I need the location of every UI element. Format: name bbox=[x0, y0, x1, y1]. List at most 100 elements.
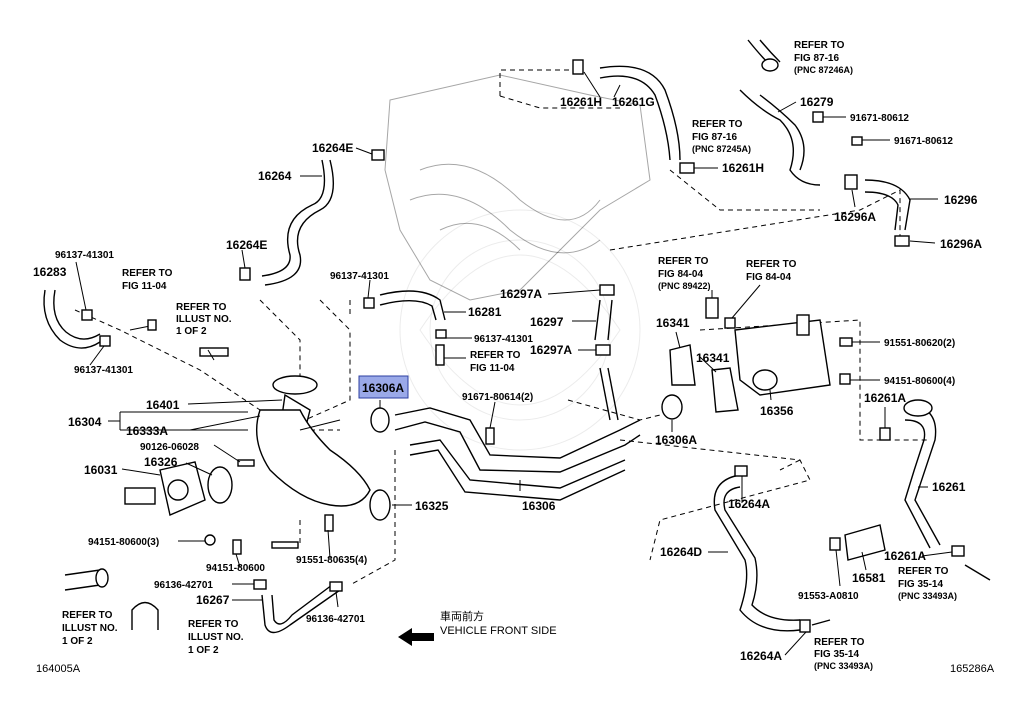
part-label[interactable]: 16261 bbox=[932, 480, 966, 494]
ref-line: (PNC 33493A) bbox=[898, 591, 957, 601]
part-label[interactable]: 91551-80620(2) bbox=[884, 338, 955, 349]
housing-16356 bbox=[734, 314, 831, 396]
part-label[interactable]: 94151-80600(4) bbox=[884, 376, 955, 387]
ref-note-fig-87-16-top: REFER TO FIG 87-16 (PNC 87246A) bbox=[794, 40, 853, 75]
thermostat-16031 bbox=[124, 461, 206, 516]
ref-line: REFER TO bbox=[62, 610, 113, 621]
clamp-16264A-top bbox=[734, 465, 748, 477]
gasket-16306A bbox=[370, 407, 390, 433]
clamp-16264E-top bbox=[371, 149, 385, 161]
part-label[interactable]: 16296A bbox=[834, 210, 876, 224]
bracket-16581 bbox=[844, 524, 886, 561]
part-label[interactable]: 16283 bbox=[33, 265, 67, 279]
part-label[interactable]: 16264A bbox=[728, 497, 770, 511]
part-label[interactable]: 96136-42701 bbox=[306, 614, 365, 625]
ref-line: 1 OF 2 bbox=[188, 645, 219, 656]
part-labels: 16306A 16401 16304 16333A 90126-06028 16… bbox=[33, 95, 982, 663]
part-label[interactable]: 16296 bbox=[944, 193, 978, 207]
part-label[interactable]: 16264E bbox=[312, 141, 353, 155]
hose-16296 bbox=[844, 174, 911, 231]
clamp-16264A bbox=[799, 619, 811, 633]
part-label[interactable]: 16297A bbox=[530, 343, 572, 357]
nut-94151-3 bbox=[204, 534, 216, 546]
part-label[interactable]: 91551-80635(4) bbox=[296, 555, 367, 566]
hose-stub-left bbox=[64, 568, 159, 630]
ref-line: REFER TO bbox=[692, 119, 743, 130]
ref-note-illust-top: REFER TO ILLUST NO. 1 OF 2 bbox=[176, 302, 232, 337]
part-label[interactable]: 16325 bbox=[415, 499, 449, 513]
ref-note-fig-87-16: REFER TO FIG 87-16 (PNC 87245A) bbox=[692, 119, 751, 154]
ref-note-fig-11-04-mid: REFER TO FIG 11-04 bbox=[470, 350, 521, 374]
part-label[interactable]: 96137-41301 bbox=[330, 271, 389, 282]
part-label[interactable]: 90126-06028 bbox=[140, 442, 199, 453]
dashed-leaders bbox=[74, 69, 930, 586]
ref-line: REFER TO bbox=[470, 350, 521, 361]
part-label[interactable]: 16264E bbox=[226, 238, 267, 252]
part-label[interactable]: 91671-80612 bbox=[894, 136, 953, 147]
gasket-16325 bbox=[369, 489, 391, 521]
part-label[interactable]: 16306A bbox=[362, 381, 404, 395]
part-label[interactable]: 16267 bbox=[196, 593, 230, 607]
stud-bolt bbox=[271, 541, 299, 549]
part-label[interactable]: 16261H bbox=[560, 95, 602, 109]
part-label[interactable]: 16581 bbox=[852, 571, 886, 585]
part-label[interactable]: 94151-80600 bbox=[206, 563, 265, 574]
part-label[interactable]: 96136-42701 bbox=[154, 580, 213, 591]
part-label[interactable]: 16261H bbox=[722, 161, 764, 175]
stud-left bbox=[199, 347, 229, 357]
hose-16279 bbox=[739, 39, 821, 186]
part-label[interactable]: 16261A bbox=[864, 391, 906, 405]
clamp-16296A bbox=[894, 235, 910, 247]
clamp-16261H bbox=[679, 162, 695, 174]
clamp-16264E bbox=[239, 267, 251, 281]
vehicle-front-indicator: 車両前方 VEHICLE FRONT SIDE bbox=[398, 609, 557, 646]
part-label[interactable]: 16401 bbox=[146, 398, 180, 412]
part-label[interactable]: 16326 bbox=[144, 455, 178, 469]
part-label[interactable]: 16306 bbox=[522, 499, 556, 513]
part-label[interactable]: 96137-41301 bbox=[74, 365, 133, 376]
part-label[interactable]: 16297A bbox=[500, 287, 542, 301]
hose-16264D bbox=[713, 474, 801, 632]
direction-en: VEHICLE FRONT SIDE bbox=[440, 625, 557, 637]
ref-line: ILLUST NO. bbox=[176, 314, 232, 325]
part-label[interactable]: 16261G bbox=[612, 95, 655, 109]
hose-16283 bbox=[43, 289, 101, 349]
part-label[interactable]: 16264A bbox=[740, 649, 782, 663]
part-label[interactable]: 16356 bbox=[760, 404, 794, 418]
hose-16267 bbox=[261, 581, 341, 634]
bolt-90126 bbox=[237, 459, 255, 467]
bolt-91551-80620 bbox=[839, 337, 853, 347]
part-label[interactable]: 16341 bbox=[656, 316, 690, 330]
bolt-94151 bbox=[232, 539, 242, 555]
part-label[interactable]: 94151-80600(3) bbox=[88, 537, 159, 548]
part-label[interactable]: 16281 bbox=[468, 305, 502, 319]
part-label[interactable]: 16279 bbox=[800, 95, 834, 109]
ref-line: FIG 87-16 bbox=[794, 53, 839, 64]
ref-line: 1 OF 2 bbox=[176, 326, 207, 337]
figure-id-right: 165286A bbox=[950, 663, 995, 675]
ref-line: (PNC 87246A) bbox=[794, 65, 853, 75]
bolt-91671-80612-a bbox=[812, 111, 824, 123]
part-label[interactable]: 16297 bbox=[530, 315, 564, 329]
part-label[interactable]: 16264D bbox=[660, 545, 702, 559]
part-label[interactable]: 91671-80614(2) bbox=[462, 392, 533, 403]
part-label[interactable]: 16296A bbox=[940, 237, 982, 251]
part-label[interactable]: 91553-A0810 bbox=[798, 591, 859, 602]
part-label[interactable]: 16306A bbox=[655, 433, 697, 447]
part-label[interactable]: 96137-41301 bbox=[55, 250, 114, 261]
leader-lines bbox=[75, 71, 953, 656]
part-label[interactable]: 16304 bbox=[68, 415, 102, 429]
part-label[interactable]: 91671-80612 bbox=[850, 113, 909, 124]
part-label[interactable]: 96137-41301 bbox=[474, 334, 533, 345]
ref-line: REFER TO bbox=[794, 40, 845, 51]
nut-fig-84-04 bbox=[724, 317, 736, 329]
part-label[interactable]: 16341 bbox=[696, 351, 730, 365]
part-label[interactable]: 16264 bbox=[258, 169, 292, 183]
part-label[interactable]: 16031 bbox=[84, 463, 118, 477]
bolt-fig-11-04-left bbox=[129, 319, 157, 331]
part-label[interactable]: 16261A bbox=[884, 549, 926, 563]
part-label[interactable]: 16333A bbox=[126, 424, 168, 438]
ref-line: REFER TO bbox=[188, 619, 239, 630]
